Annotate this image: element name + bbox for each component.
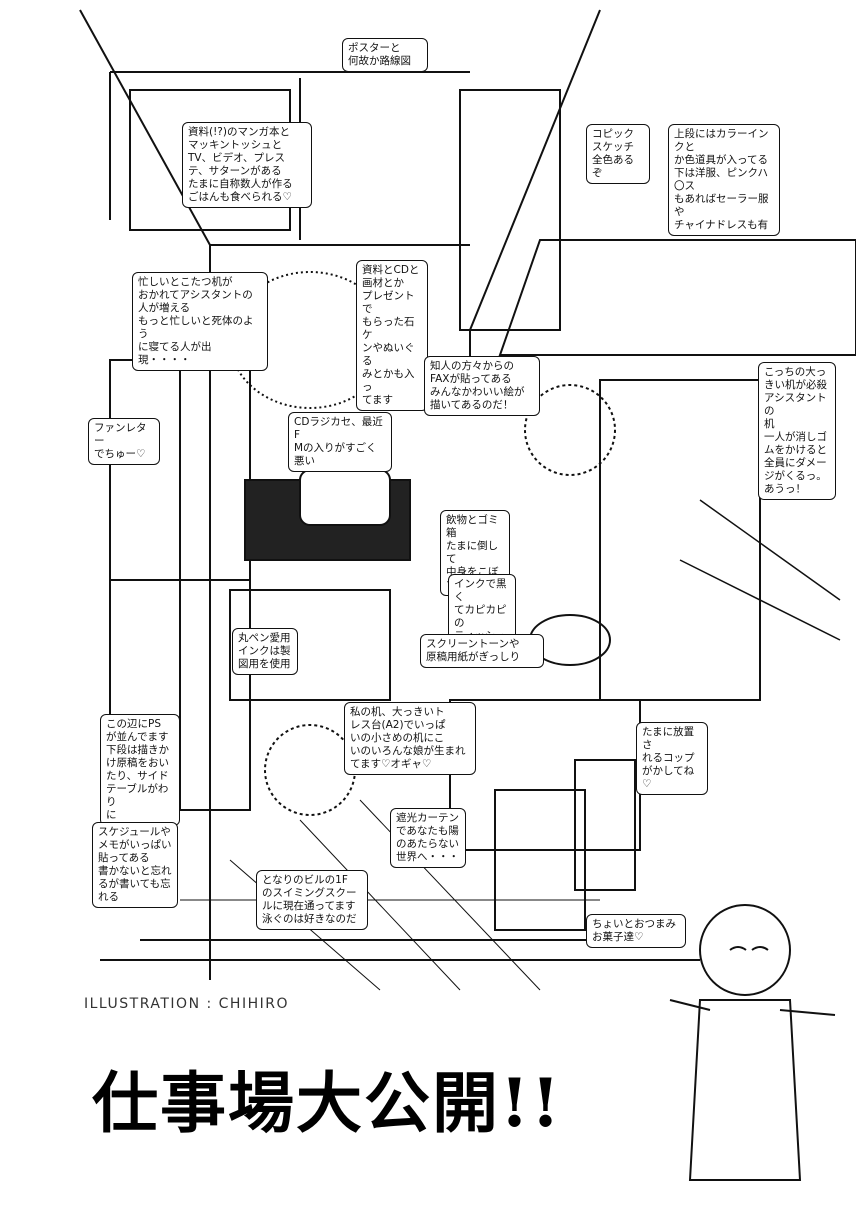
callout-cup: たまに放置さ れるコップ がかしてね♡ [636,722,708,795]
callout-assistant-desk: こっちの大っ きい机が必殺 アシスタントの 机 一人が消しゴ ムをかけると 全員… [758,362,836,500]
callout-radio: CDラジカセ、最近F Mの入りがすごく悪い [288,412,392,472]
callout-poster: ポスターと 何故か路線図 [342,38,428,72]
callout-schedule: スケジュールや メモがいっぱい 貼ってある 書かないと忘れ るが書いても忘 れる [92,822,178,908]
callout-my-desk: 私の机、大っきいト レス台(A2)でいっぱ いの小さめの机にこ いのいろんな娘が… [344,702,476,775]
illustration-credit: ILLUSTRATION : CHIHIRO [84,996,289,1012]
callout-kotatsu: 忙しいとこたつ机が おかれてアシスタントの 人が増える もっと忙しいと死体のよう… [132,272,268,371]
callout-materials: 資料(!?)のマンガ本と マッキントッシュと TV、ビデオ、プレス テ、サターン… [182,122,312,208]
callout-cd: 資料とCDと 画材とか プレゼントで もらった石ケ ンやぬいぐる みとかも入っ … [356,260,428,411]
callout-fax: 知人の方々からの FAXが貼ってある みんなかわいい絵が 描いてあるのだ！ [424,356,540,416]
callout-swimming: となりのビルの1F のスイミングスクー ルに現在通ってます 泳ぐのは好きなのだ [256,870,368,930]
callout-curtain: 遮光カーテン であなたも陽 のあたらない 世界へ・・・ [390,808,466,868]
callout-upper-shelf: 上段にはカラーインクと か色道具が入ってる 下は洋服、ピンクハ〇ス もあればセー… [668,124,780,236]
callout-screentone: スクリーントーンや 原稿用紙がぎっしり [420,634,544,668]
callout-fan-letter: ファンレター でちゅー♡ [88,418,160,465]
callout-snacks: ちょいとおつまみ お菓子達♡ [586,914,686,948]
callout-pen: 丸ペン愛用 インクは製 図用を使用 [232,628,298,675]
callout-ps: この辺にPS が並んでます 下段は描きか け原稿をおい たり、サイド テーブルが… [100,714,180,826]
page-title: 仕事場大公開!! [92,1064,562,1142]
callout-copic: コピック スケッチ 全色あるぞ [586,124,650,184]
